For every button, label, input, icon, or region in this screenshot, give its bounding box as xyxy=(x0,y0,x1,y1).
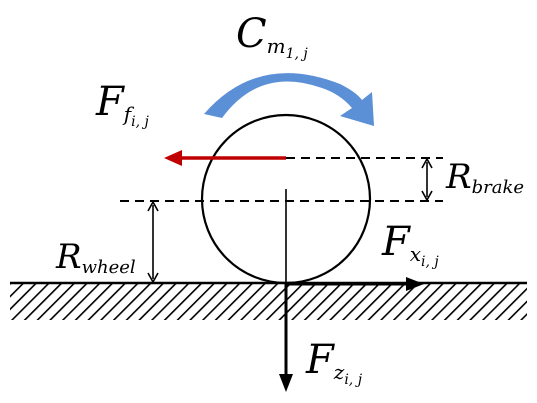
moment-label: Cm1, j xyxy=(236,11,308,62)
fx-label: Fxi, j xyxy=(382,219,439,270)
fz-arrowhead xyxy=(279,374,293,392)
fx-arrowhead xyxy=(406,277,424,291)
friction-force-label: Ffi, j xyxy=(96,79,149,130)
r-brake-arrowhead-bottom xyxy=(421,190,433,202)
r-wheel-arrowhead-top xyxy=(147,200,159,212)
r-wheel-arrowhead-bottom xyxy=(147,272,159,284)
r-brake-label: Rbrake xyxy=(446,157,525,198)
r-wheel-label: Rwheel xyxy=(56,237,136,278)
ff-arrowhead xyxy=(164,150,182,166)
ground-hatch xyxy=(10,283,527,320)
moment-arrow-body xyxy=(204,73,374,126)
fz-label: Fzi, j xyxy=(306,337,363,388)
r-brake-arrowhead-top xyxy=(421,157,433,169)
